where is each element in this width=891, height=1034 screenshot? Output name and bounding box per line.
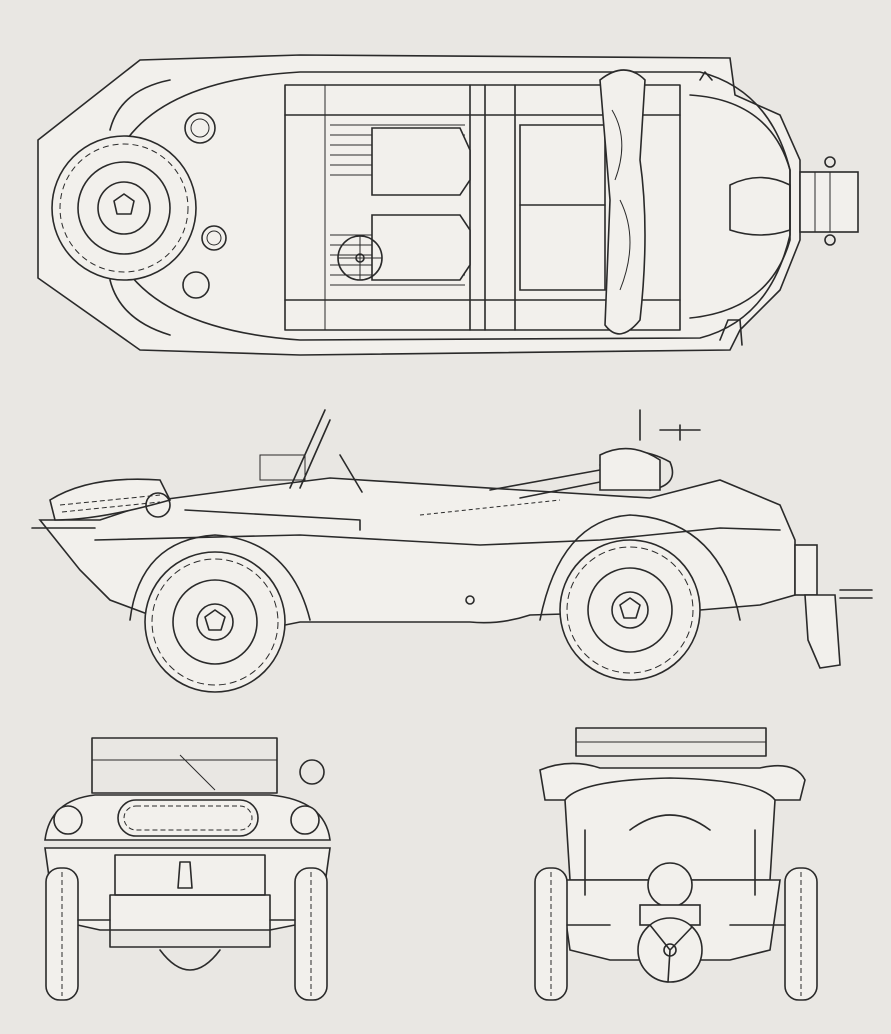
rear-engine-deck <box>564 777 776 881</box>
side-shovel <box>184 509 361 531</box>
top-port-1 <box>184 112 216 144</box>
top-propeller-unit <box>799 156 859 246</box>
top-rear-seat <box>519 124 606 291</box>
side-hull-crease <box>94 527 781 546</box>
rear-view <box>534 727 818 1001</box>
rear-propeller <box>637 862 703 983</box>
front-view <box>44 737 331 1001</box>
side-propeller-assembly <box>794 544 873 669</box>
top-seat-right <box>371 214 471 281</box>
front-mirror <box>299 759 325 785</box>
side-rear-wheel <box>559 539 701 681</box>
top-cockpit-frame <box>284 84 681 331</box>
top-view <box>37 54 859 356</box>
top-spare-wheel <box>51 135 197 281</box>
top-port-2 <box>201 225 227 251</box>
top-steering-wheel <box>337 235 383 281</box>
rear-wheel-right <box>784 867 818 1001</box>
side-front-wheel <box>144 551 286 693</box>
top-seat-left <box>371 127 471 196</box>
front-lower-plate <box>109 894 271 948</box>
front-body <box>44 847 331 931</box>
front-headlight-left <box>53 805 83 835</box>
side-tarp-roll <box>599 447 661 491</box>
top-folded-tarp <box>599 69 646 335</box>
front-wheel-right <box>294 867 328 1001</box>
top-rear-hooks <box>699 71 743 346</box>
front-spare-wheel <box>117 799 259 837</box>
front-hull-bottom <box>159 949 221 971</box>
side-rear-fender <box>539 514 741 621</box>
rear-wheel-left <box>534 867 568 1001</box>
top-nose-curve <box>109 79 171 336</box>
side-view <box>31 409 873 693</box>
side-front-fender <box>129 534 311 621</box>
top-engine-deck <box>689 94 791 319</box>
top-port-3 <box>182 271 210 299</box>
front-wheel-left <box>45 867 79 1001</box>
front-windshield-frame <box>91 737 278 794</box>
side-exhaust <box>639 409 701 441</box>
side-headlight <box>145 492 171 518</box>
side-dashed-tool <box>419 499 561 516</box>
side-steering-column <box>339 454 363 493</box>
front-headlight-right <box>290 805 320 835</box>
side-windshield <box>289 409 331 489</box>
rear-deck-hump <box>629 814 711 831</box>
